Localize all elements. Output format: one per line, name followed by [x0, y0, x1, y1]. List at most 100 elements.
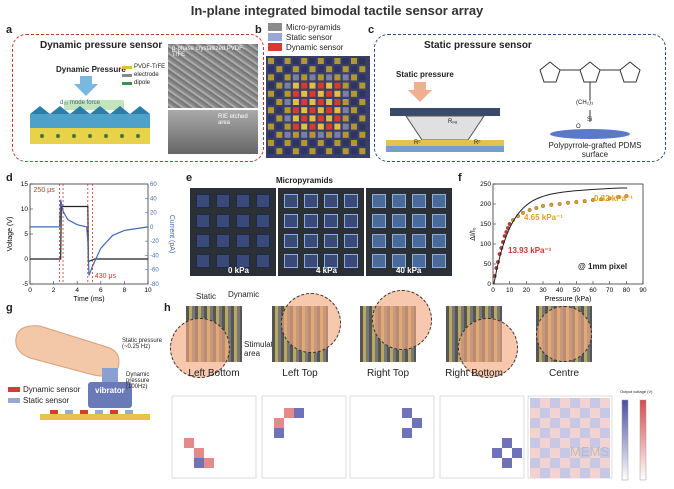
heat-cell: [274, 428, 284, 438]
static-sensor-schematic: [386, 82, 504, 152]
array-pixel: [309, 90, 316, 97]
array-pixel: [334, 115, 341, 122]
down-arrow-icon: [74, 76, 98, 96]
micropyramid: [372, 254, 386, 268]
legend-swatch-icon: [122, 73, 132, 77]
y-tick-label: 10: [21, 206, 29, 213]
array-pixel: [359, 99, 366, 105]
r-c1-label: Rᶜ: [414, 140, 421, 146]
array-pixel: [276, 131, 283, 138]
array-pixel: [342, 131, 349, 138]
array-pixel: [309, 82, 316, 89]
y-tick-label: 15: [21, 181, 29, 188]
array-pixel: [351, 148, 357, 155]
panel-a-title: Dynamic pressure sensor: [40, 40, 163, 51]
x-tick-label: 30: [539, 287, 547, 294]
sensor-array-image: [266, 56, 370, 158]
finger-vibrator-schematic: [15, 325, 150, 420]
slope-label-3: 13.93 kPa⁻¹: [508, 246, 552, 255]
micropyramid: [304, 234, 318, 248]
array-pixel: [334, 123, 341, 130]
heat-cell: [550, 468, 560, 478]
heat-cell: [530, 408, 540, 418]
micropyramid: [372, 234, 386, 248]
micropyramid: [324, 234, 338, 248]
heat-cell: [570, 448, 580, 458]
micropyramid: [344, 254, 358, 268]
array-pixel: [284, 123, 291, 130]
array-pixel: [292, 99, 299, 105]
dynamic-pressure-label: Dynamic Pressure: [56, 65, 126, 74]
r-c2-label: Rᶜ: [474, 140, 481, 146]
array-pixel: [276, 99, 283, 105]
stimulated-circle: [458, 318, 518, 378]
array-pixel: [268, 99, 274, 105]
heat-cell: [204, 458, 214, 468]
array-pixel: [268, 82, 274, 89]
heatmap-3: [349, 395, 435, 479]
array-pixel: [317, 82, 324, 89]
heat-cell: [580, 438, 590, 448]
array-pixel: [301, 58, 308, 64]
stim-case-left-top: [272, 292, 342, 362]
array-pixel: [317, 99, 324, 105]
x-tick-label: 10: [506, 287, 514, 294]
heat-cell: [560, 398, 570, 408]
array-pixel: [342, 99, 349, 105]
heat-cell: [540, 438, 550, 448]
polypyrrole-structure: [539, 61, 641, 139]
case-label: Left Top: [282, 368, 318, 379]
array-pixel: [334, 99, 341, 105]
array-pixel: [342, 74, 349, 81]
legend-pvdf: PVDF-TrFE: [134, 64, 166, 70]
heat-cell: [580, 428, 590, 438]
heat-cell: [560, 428, 570, 438]
data-point: [527, 208, 532, 212]
array-pixel: [334, 82, 341, 89]
array-pixel: [317, 115, 324, 122]
image-label-0kpa: 0 kPa: [228, 266, 249, 275]
heat-cell: [600, 408, 610, 418]
array-pixel: [284, 107, 291, 114]
data-point: [557, 202, 562, 206]
heat-cell: [580, 448, 590, 458]
legend-static-sensor-g: Static sensor: [23, 396, 70, 405]
heat-cell: [600, 468, 610, 478]
stimulated-area-annotation: Stimulated area: [244, 340, 282, 358]
heat-cell: [530, 418, 540, 428]
heat-cell: [570, 468, 580, 478]
heat-cell: [590, 418, 600, 428]
legend-swatch-icon: [268, 23, 282, 31]
force-label: d₃₃ mode force: [60, 100, 100, 106]
y2-tick-label: 60: [150, 182, 157, 188]
array-pixel: [276, 107, 283, 114]
heat-cell: [580, 418, 590, 428]
heatmap-5: [527, 395, 613, 479]
array-pixel: [268, 123, 274, 130]
x-tick-label: 90: [639, 287, 647, 294]
array-pixel: [351, 82, 357, 89]
array-pixel: [284, 82, 291, 89]
array-pixel: [334, 107, 341, 114]
micropyramid: [412, 234, 426, 248]
panel-b-legend: Micro-pyramids Static sensor Dynamic sen…: [268, 22, 343, 52]
micropyramid: [432, 194, 446, 208]
heat-cell: [600, 448, 610, 458]
array-pixel: [359, 131, 366, 138]
array-pixel: [342, 66, 349, 73]
array-pixel: [276, 58, 283, 64]
heat-cell: [560, 468, 570, 478]
heat-cell: [580, 398, 590, 408]
y-tick-label: -5: [22, 281, 28, 288]
array-pixel: [292, 58, 299, 64]
micropyramid: [344, 214, 358, 228]
panel-c-title: Static pressure sensor: [424, 40, 532, 51]
heat-cell: [402, 428, 412, 438]
micropyramid: [216, 214, 230, 228]
image-label-40kpa: 40 kPa: [396, 266, 422, 275]
micropyramid: [304, 254, 318, 268]
heat-cell: [560, 418, 570, 428]
heat-cell: [600, 428, 610, 438]
heat-cell: [570, 428, 580, 438]
heat-cell: [492, 448, 502, 458]
